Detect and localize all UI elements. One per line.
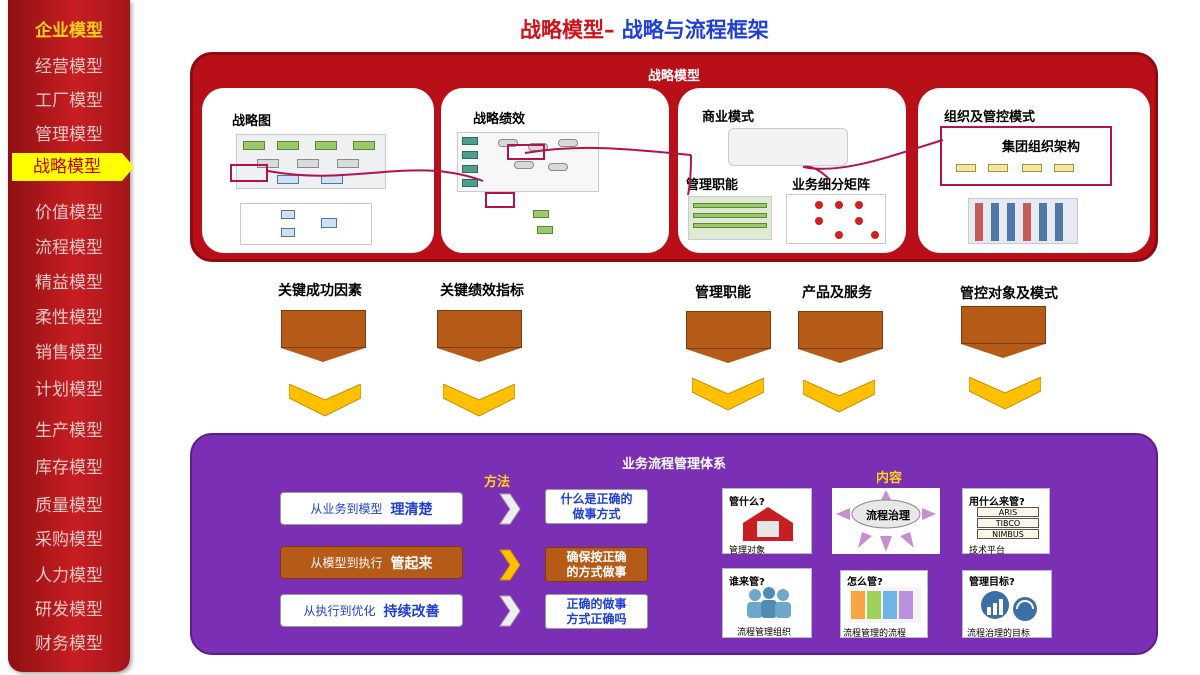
content-who: 谁来管? 流程管理组织 — [722, 568, 812, 638]
sidebar-item-process[interactable]: 流程模型 — [35, 238, 103, 258]
strategy-map-diagram — [236, 134, 386, 189]
highlight-box — [507, 144, 545, 160]
page-title-red: 战略模型– — [520, 18, 615, 42]
method-improve-big: 持续改善 — [383, 603, 440, 620]
method-manage-small: 从模型到执行 — [310, 556, 383, 570]
management-function-label: 管理职能 — [686, 178, 739, 193]
chevron-right-icon — [499, 595, 521, 627]
content-governance: 流程治理 — [832, 488, 940, 554]
strategy-panel-title: 战略模型 — [647, 69, 700, 84]
sidebar-item-rd[interactable]: 研发模型 — [35, 600, 103, 620]
content-title: 内容 — [876, 471, 903, 486]
group-org-label: 集团组织架构 — [1002, 140, 1081, 155]
group-org-box: 集团组织架构 — [940, 126, 1112, 186]
sidebar-item-quality[interactable]: 质量模型 — [35, 496, 103, 516]
business-matrix-label: 业务细分矩阵 — [792, 178, 871, 193]
sidebar-item-flexible[interactable]: 柔性模型 — [35, 308, 103, 328]
management-function-thumb — [688, 196, 772, 240]
flow-label-function: 管理职能 — [695, 285, 751, 301]
house-icon — [743, 507, 793, 541]
strategy-map-label: 战略图 — [232, 114, 272, 129]
sidebar-item-management[interactable]: 管理模型 — [35, 125, 103, 145]
connector-arrows — [267, 139, 944, 196]
chevron-down-icon — [803, 380, 875, 413]
chevron-down-icon — [692, 378, 764, 411]
star-arrows-icon — [836, 490, 936, 552]
chart-gauge-icon — [981, 591, 1037, 621]
chevron-down-icon — [443, 384, 515, 417]
method-manage-big: 管起来 — [390, 555, 433, 572]
sidebar-item-value[interactable]: 价值模型 — [35, 203, 103, 223]
tool-tibco: TIBCO — [977, 518, 1039, 528]
performance-diagram — [457, 132, 599, 192]
business-model-label: 商业模式 — [702, 110, 755, 125]
flow-label-control: 管控对象及模式 — [960, 286, 1058, 302]
sidebar-item-purchase[interactable]: 采购模型 — [35, 530, 103, 550]
method-title: 方法 — [484, 475, 511, 490]
result-check-way: 正确的做事 方式正确吗 — [545, 594, 648, 629]
sidebar-item-plan[interactable]: 计划模型 — [35, 380, 103, 400]
business-matrix-thumb — [786, 194, 886, 244]
sidebar: 企业模型 经营模型 工厂模型 管理模型 战略模型 价值模型 流程模型 精益模型 … — [8, 0, 134, 672]
sidebar-item-inventory[interactable]: 库存模型 — [35, 458, 103, 478]
sidebar-item-strategy[interactable]: 战略模型 — [12, 153, 134, 181]
page-title-blue: 战略与流程框架 — [614, 18, 769, 42]
tool-aris: ARIS — [977, 507, 1039, 517]
sidebar-item-sales[interactable]: 销售模型 — [35, 343, 103, 363]
flow-label-ksf: 关键成功因素 — [278, 283, 362, 299]
sidebar-item-factory[interactable]: 工厂模型 — [35, 91, 103, 111]
chevron-down-icon — [289, 384, 361, 417]
method-clarify: 从业务到模型 理清楚 — [280, 492, 463, 525]
content-goal: 管理目标? 流程治理的目标 — [962, 570, 1052, 639]
sidebar-item-hr[interactable]: 人力模型 — [35, 566, 103, 586]
content-what: 管什么? 管理对象 — [722, 488, 812, 556]
strategy-panel: 战略模型 战略图 战略绩效 — [190, 52, 1158, 262]
method-clarify-small: 从业务到模型 — [310, 502, 383, 516]
chevron-right-icon — [499, 549, 521, 581]
org-control-card: 组织及管控模式 集团组织架构 — [918, 88, 1150, 253]
business-model-diagram — [728, 128, 848, 166]
tool-nimbus: NIMBUS — [977, 529, 1039, 539]
method-improve-small: 从执行到优化 — [303, 604, 376, 618]
chevron-down-icon — [969, 377, 1041, 410]
sidebar-item-production[interactable]: 生产模型 — [35, 421, 103, 441]
method-manage: 从模型到执行 管起来 — [280, 546, 463, 579]
sidebar-item-enterprise[interactable]: 企业模型 — [35, 21, 103, 41]
chevron-right-icon — [499, 493, 521, 525]
strategy-performance-card: 战略绩效 — [441, 88, 669, 253]
strategy-performance-label: 战略绩效 — [473, 112, 526, 127]
flow-label-product: 产品及服务 — [802, 285, 872, 301]
process-table-icon — [849, 587, 921, 623]
sidebar-item-lean[interactable]: 精益模型 — [35, 273, 103, 293]
method-improve: 从执行到优化 持续改善 — [280, 594, 463, 627]
content-tools: 用什么来管? ARIS TIBCO NIMBUS 技术平台 — [962, 488, 1050, 556]
sidebar-item-finance[interactable]: 财务模型 — [35, 634, 103, 654]
result-correct-way: 什么是正确的 做事方式 — [545, 489, 648, 524]
org-chart-thumb — [968, 198, 1078, 244]
sidebar-item-operation[interactable]: 经营模型 — [35, 57, 103, 77]
content-how: 怎么管? 流程管理的流程 — [840, 570, 928, 639]
method-clarify-big: 理清楚 — [390, 501, 433, 518]
flow-label-kpi: 关键绩效指标 — [440, 283, 524, 299]
result-ensure-way: 确保按正确 的方式做事 — [545, 547, 648, 582]
highlight-box — [485, 192, 515, 208]
business-model-card: 商业模式 管理职能 业务细分矩阵 — [678, 88, 906, 253]
highlight-box — [230, 164, 268, 182]
org-control-label: 组织及管控模式 — [944, 110, 1036, 125]
strategy-map-detail — [240, 203, 372, 245]
page-title: 战略模型– 战略与流程框架 — [520, 14, 769, 44]
people-icon — [747, 587, 791, 618]
process-panel-title: 业务流程管理体系 — [621, 457, 726, 472]
